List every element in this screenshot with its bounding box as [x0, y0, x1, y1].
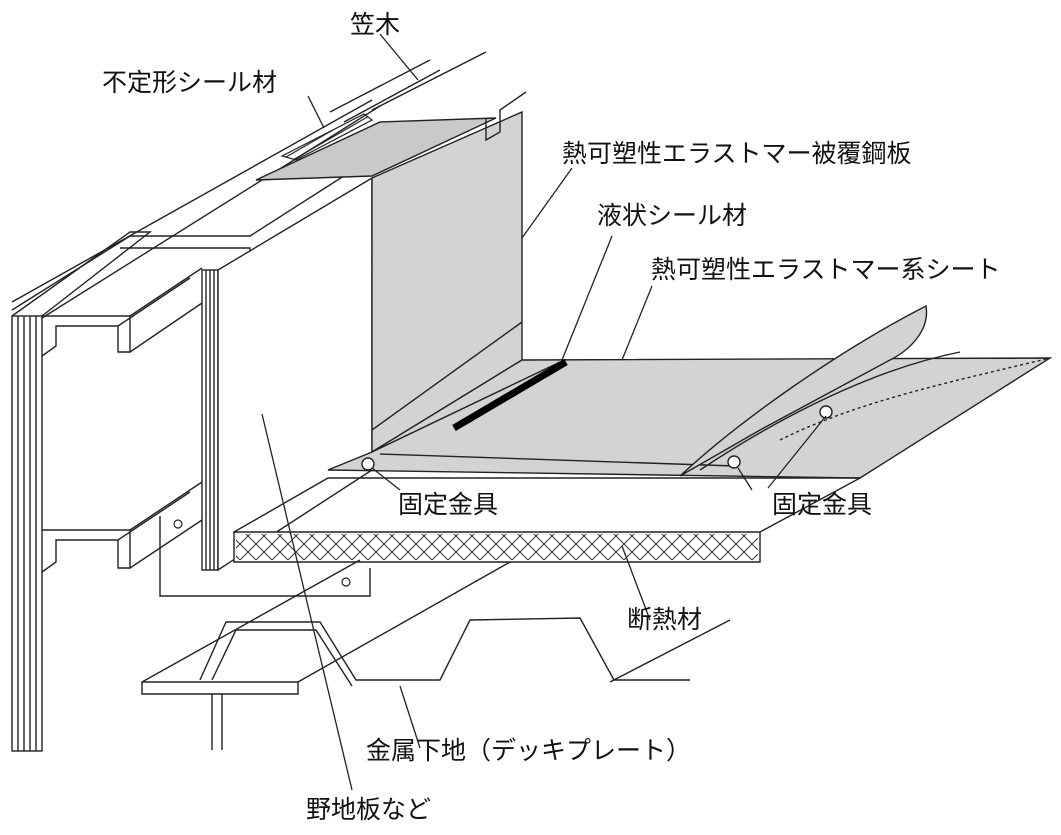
kasagi-cap — [255, 117, 497, 181]
label-insulation: 断熱材 — [627, 605, 703, 634]
angle-bracket — [159, 516, 371, 597]
label-sheathing: 野地板など — [306, 795, 432, 824]
liquid-seal-bead — [452, 358, 568, 432]
deck-plate — [141, 559, 731, 750]
label-kasagi: 笠木 — [350, 10, 401, 39]
label-liquid-seal: 液状シール材 — [597, 201, 748, 230]
upper-channel — [41, 267, 203, 357]
label-steel-plate: 熱可塑性エラストマー被覆鋼板 — [562, 139, 912, 168]
middle-post — [201, 269, 219, 571]
label-fixing-right: 固定金具 — [772, 490, 873, 519]
label-elastomer-sheet: 熱可塑性エラストマー系シート — [651, 255, 1001, 284]
left-post — [11, 231, 153, 752]
elastomer-sheet — [327, 357, 1053, 479]
sheet-flap — [679, 304, 928, 477]
lower-channel — [41, 481, 203, 573]
label-metal-base: 金属下地（デッキプレート） — [366, 736, 692, 765]
fastener-right — [727, 455, 741, 469]
fastener-flap — [819, 405, 833, 419]
sheathing-board — [217, 176, 373, 572]
label-futeikei-seal: 不定形シール材 — [102, 68, 278, 97]
insulation-board — [233, 477, 861, 563]
label-fixing-left: 固定金具 — [398, 490, 499, 519]
sealant-hatch — [280, 113, 374, 161]
fastener-left — [361, 457, 375, 471]
leader-lines — [261, 33, 827, 791]
